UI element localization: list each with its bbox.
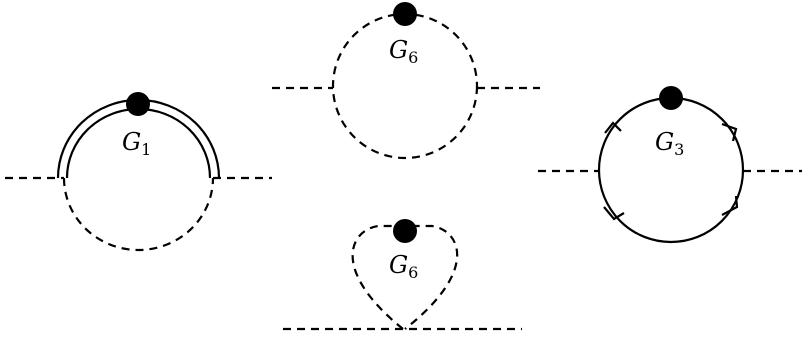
vertex-label-g1: G1 [122,128,151,159]
diagram-g6-loop: G6 [272,2,540,160]
vertex-dot [393,2,417,26]
vertex-dot [659,86,683,110]
diagram-g3: G3 [538,86,802,244]
arrow-upper-right [721,122,738,142]
vertex-label-g6-bottom: G6 [389,251,418,282]
diagram-g1: G1 [5,92,272,252]
loop-lower-dashed-arc [62,177,215,252]
vertex-label-g6-top: G6 [389,36,418,67]
loop-solid-circle [597,96,745,244]
arrow-upper-left [604,121,622,134]
vertex-label-g3: G3 [655,128,684,159]
arrow-lower-left [603,206,625,221]
diagram-g6-tadpole: G6 [283,219,522,331]
arrow-lower-right [721,195,739,216]
vertex-dot [393,219,417,243]
vertex-dot [126,92,150,116]
